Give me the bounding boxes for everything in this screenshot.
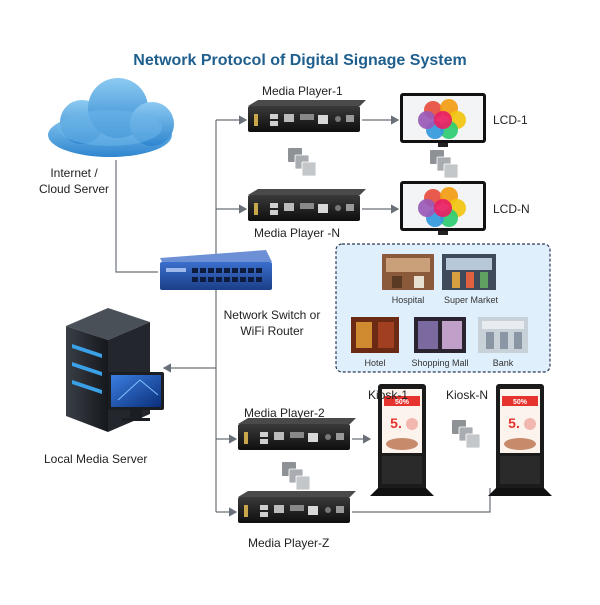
content-stack-icon-2 xyxy=(430,150,459,179)
media-player-1-icon xyxy=(248,100,366,132)
lcd-1-label: LCD-1 xyxy=(493,113,528,127)
media-player-n-icon xyxy=(248,189,366,221)
hospital-image xyxy=(382,254,434,290)
kiosk-1-label: Kiosk-1 xyxy=(368,388,409,402)
local-media-server-label: Local Media Server xyxy=(44,452,148,466)
venues-panel xyxy=(335,243,551,373)
line-cloud-to-switch xyxy=(115,160,158,273)
kiosks: 50% 5. 50% 5. xyxy=(370,384,552,496)
media-player-1-label: Media Player-1 xyxy=(262,84,343,98)
supermarket-image xyxy=(442,254,496,290)
cloud-server-label: Cloud Server xyxy=(38,182,110,196)
lcd-n-label: LCD-N xyxy=(493,202,530,216)
shopping-mall-image xyxy=(414,317,466,353)
venue-label-bank: Bank xyxy=(492,358,514,368)
internet-label: Internet / xyxy=(50,166,98,180)
kiosk-n-label: Kiosk-N xyxy=(446,388,489,402)
venue-label-supermarket: Super Market xyxy=(443,295,499,305)
diagram-title: Network Protocol of Digital Signage Syst… xyxy=(133,52,467,69)
local-media-server-icon xyxy=(66,308,164,432)
media-player-2-label: Media Player-2 xyxy=(244,406,325,420)
lcd-n-icon xyxy=(400,181,486,235)
hotel-image xyxy=(351,317,399,353)
kiosk-number-text: 5. xyxy=(508,415,520,431)
media-player-2-icon xyxy=(238,418,356,450)
kiosk-promo-text: 50% xyxy=(395,399,410,406)
kiosk-promo-text: 50% xyxy=(513,399,528,406)
monitor-icon xyxy=(108,372,164,421)
content-stack-icon-3 xyxy=(282,462,311,491)
bank-image xyxy=(478,317,528,353)
content-stack-icon-4 xyxy=(452,420,481,449)
kiosk-number-text: 5. xyxy=(390,415,402,431)
venue-label-hospital: Hospital xyxy=(391,295,425,305)
content-stack-icons xyxy=(282,148,481,491)
content-stack-icon-1 xyxy=(288,148,317,177)
lcd-screens xyxy=(400,93,486,235)
kiosk-1-icon: 50% 5. xyxy=(370,384,434,496)
switch-label-line2: WiFi Router xyxy=(240,324,304,338)
cloud-icon xyxy=(48,78,174,157)
kiosk-n-icon: 50% 5. xyxy=(488,384,552,496)
media-player-z-icon xyxy=(238,491,356,523)
media-players xyxy=(238,100,366,523)
lcd-1-icon xyxy=(400,93,486,147)
media-player-n-label: Media Player -N xyxy=(254,226,341,240)
media-player-z-label: Media Player-Z xyxy=(248,536,330,550)
venue-label-hotel: Hotel xyxy=(364,358,386,368)
venue-label-shopping-mall: Shopping Mall xyxy=(411,358,469,368)
switch-label-line1: Network Switch or xyxy=(223,308,321,322)
network-switch-icon xyxy=(160,250,272,290)
